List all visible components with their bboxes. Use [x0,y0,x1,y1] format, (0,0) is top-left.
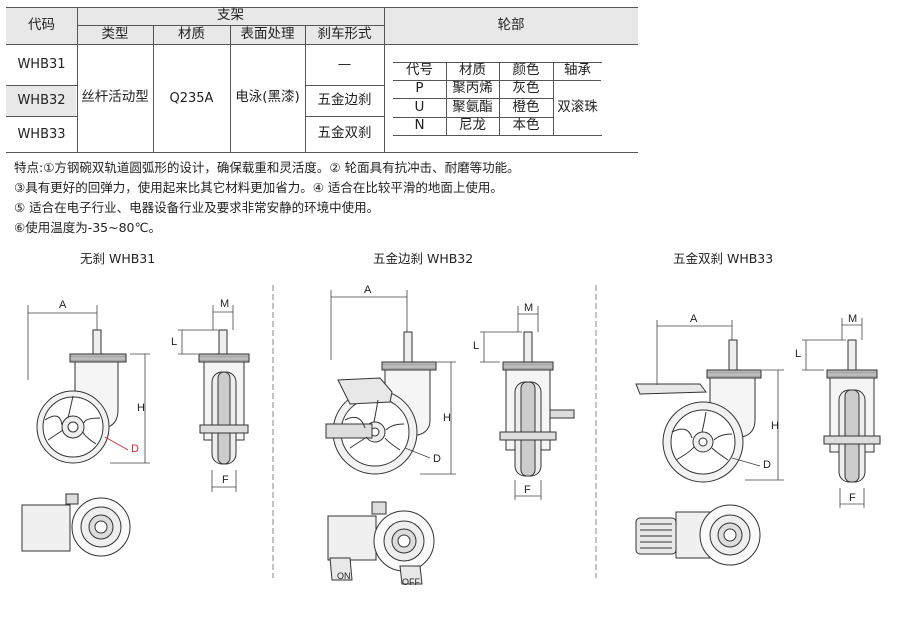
row-code: WHB32 [17,93,66,108]
bearing-value: 双滚珠 [557,98,598,115]
wheel-cell: P [415,80,424,97]
row-code: WHB31 [17,57,66,72]
front-view-whb33 [823,339,881,483]
col-material-header: 材质 [178,25,205,42]
bottom-view-whb32 [327,501,435,585]
wheel-cell: 聚丙烯 [452,80,493,97]
dim-l-label: L [171,336,178,348]
wheel-cell: 本色 [512,117,540,134]
wheel-cell: 聚氨酯 [452,98,493,115]
side-view-whb32 [325,331,437,475]
bracket-group-header: 支架 [217,7,244,24]
wheel-cell: 尼龙 [459,117,486,134]
wheel-cell: 橙色 [512,98,540,115]
caption-whb32: 五金边刹 WHB32 [373,251,474,266]
dim-h-label: H [137,402,145,414]
dim-m-label: M [848,313,858,325]
wheel-cell: U [414,98,425,115]
wheel-col-bearing: 轴承 [564,62,591,79]
wheel-col-code: 代号 [406,62,433,79]
caption-whb33: 五金双刹 WHB33 [673,251,774,266]
dim-d-label: D [131,443,139,455]
wheel-group-header: 轮部 [497,16,525,33]
col-code-header: 代码 [28,16,55,33]
dim-m-label: M [220,298,230,310]
brake-value: 五金双刹 [317,125,372,142]
dim-h-label: H [443,412,451,424]
side-view-whb33 [635,339,762,483]
row-code: WHB33 [17,126,66,142]
pedal-on-label: ON [337,571,351,581]
col-type-header: 类型 [101,25,129,42]
wheel-cell: 灰色 [512,80,540,97]
dim-d-label: D [763,459,771,471]
dim-d-label: D [433,453,441,465]
wheel-cell: N [414,117,425,134]
dim-f-label: F [222,474,229,486]
type-value: 丝杆活动型 [81,89,149,106]
dim-f-label: F [849,492,856,504]
bottom-view-whb31 [21,493,131,557]
pedal-off-label: OFF [402,577,420,587]
front-view-whb31 [198,329,250,465]
dim-l-label: L [795,348,802,360]
dim-l-label: L [473,340,480,352]
dim-m-label: M [524,302,534,314]
note-line: ⑥使用温度为-35~80℃。 [14,220,162,235]
dim-a-label: A [59,299,67,311]
wheel-col-color: 颜色 [512,62,540,79]
bottom-view-whb33 [635,504,761,566]
surface-value: 电泳(黑漆) [235,89,300,106]
col-surface-header: 表面处理 [240,25,295,42]
dim-a-label: A [690,313,698,325]
dim-h-label: H [771,420,779,432]
caption-whb31: 无刹 WHB31 [80,251,156,266]
front-view-whb32 [499,331,575,477]
dim-f-label: F [524,484,531,496]
col-brake-header: 刹车形式 [317,25,372,42]
dim-a-label: A [364,284,372,296]
brake-value: — [337,55,352,72]
note-line: ⑤ 适合在电子行业、电器设备行业及要求非常安静的环境中使用。 [14,200,380,215]
wheel-col-material: 材质 [459,62,486,79]
side-view-whb31 [36,329,127,464]
brake-value: 五金边刹 [317,91,372,108]
material-value: Q235A [169,90,214,106]
note-line: ③具有更好的回弹力，使用起来比其它材料更加省力。④ 适合在比较平滑的地面上使用。 [14,180,503,195]
note-line: 特点:①方钢碗双轨道圆弧形的设计，确保载重和灵活度。② 轮面具有抗冲击、耐磨等功… [14,160,520,175]
